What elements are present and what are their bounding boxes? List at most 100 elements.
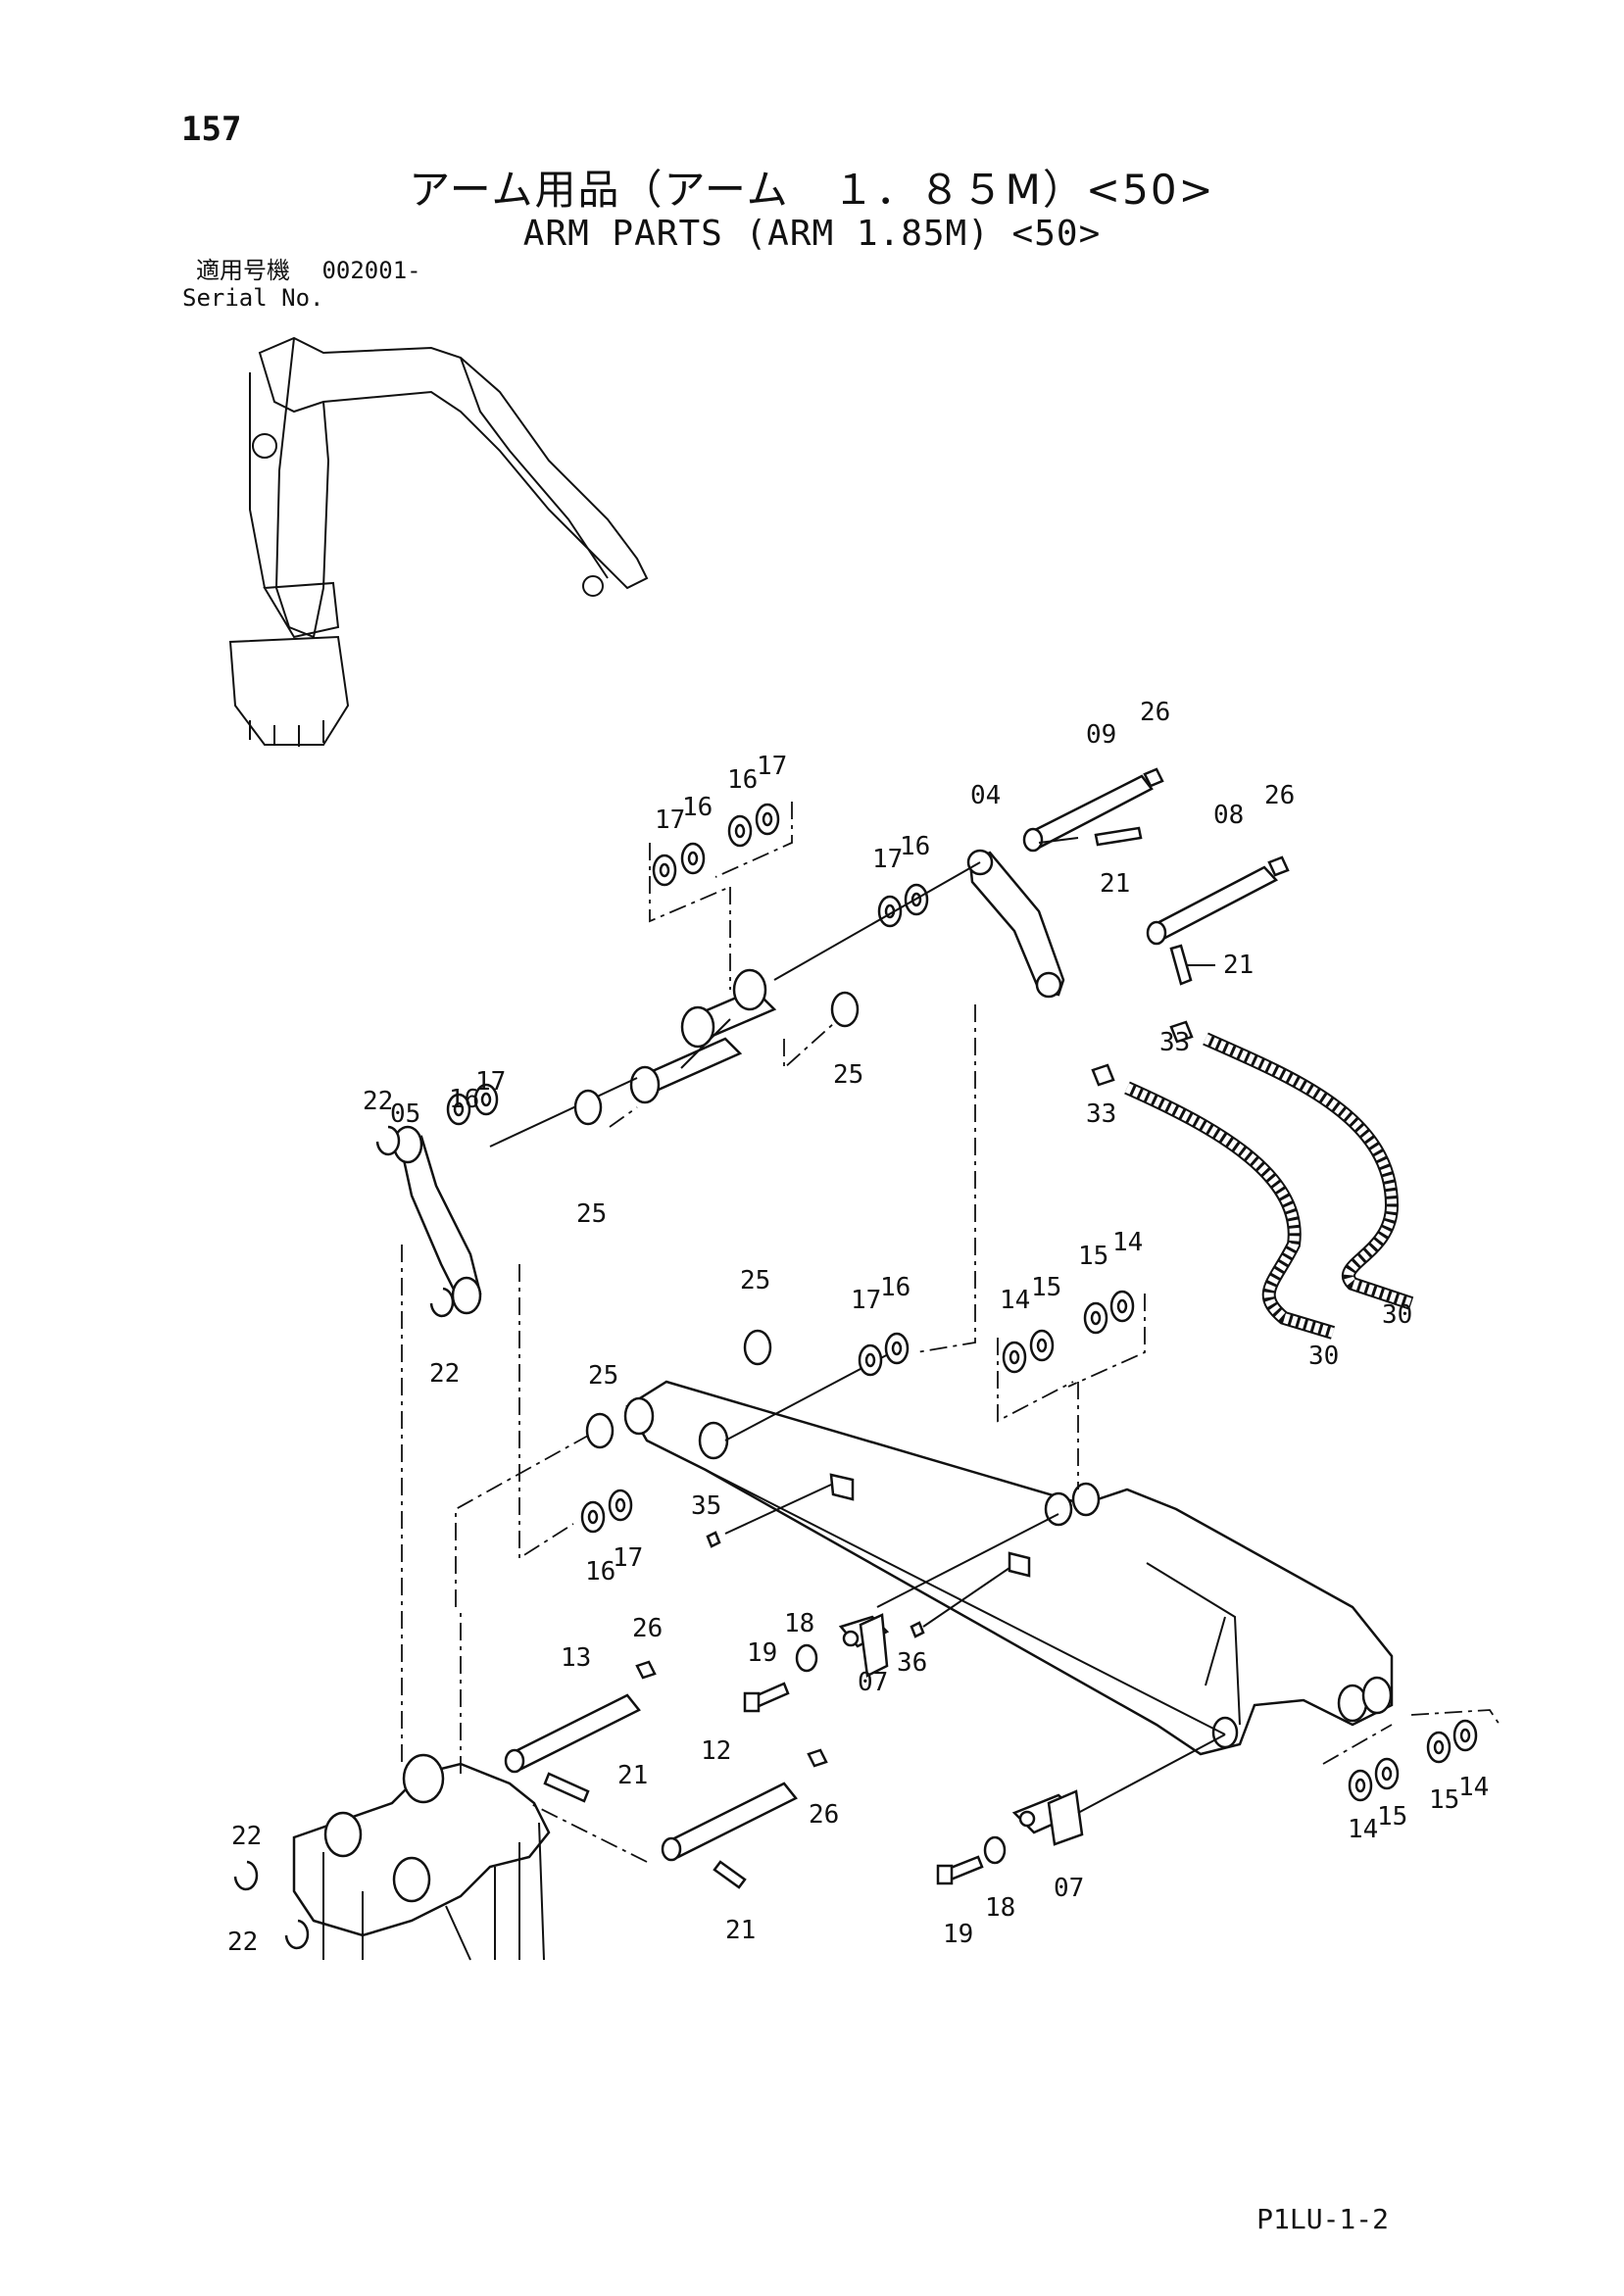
spring-pin-21-a <box>1094 826 1143 847</box>
callout-05: 05 <box>390 1099 420 1129</box>
serial-label-jp: 適用号機 <box>196 257 290 284</box>
o-ring-25-arm-left <box>585 1412 615 1449</box>
serial-value: 002001- <box>321 257 421 284</box>
callout-35: 35 <box>691 1491 721 1521</box>
callout-26: 26 <box>1264 781 1295 810</box>
callout-26: 26 <box>809 1800 839 1830</box>
snap-ring-22-top <box>375 1125 401 1156</box>
washer-18-lower <box>983 1835 1007 1865</box>
callout-07: 07 <box>858 1668 888 1697</box>
pin-12 <box>661 1782 798 1862</box>
hydraulic-hose-30-b <box>1124 1081 1336 1340</box>
o-ring-25-arm-top <box>743 1329 772 1366</box>
washer-pair-16-17-left <box>446 1083 499 1126</box>
bolt-36 <box>910 1621 925 1638</box>
callout-25: 25 <box>576 1199 607 1229</box>
callout-04: 04 <box>970 781 1001 810</box>
callout-17: 17 <box>613 1543 643 1573</box>
callout-22: 22 <box>227 1928 258 1957</box>
pin-09 <box>1022 774 1154 853</box>
excavator-overview-illustration <box>228 336 649 747</box>
callout-14: 14 <box>1458 1773 1489 1802</box>
bolt-19-lower <box>936 1855 984 1885</box>
grease-nipple-26-b <box>1267 855 1290 877</box>
callout-21: 21 <box>617 1761 648 1790</box>
callout-36: 36 <box>897 1648 927 1678</box>
callout-15: 15 <box>1377 1802 1407 1832</box>
washer-group-14-15-lower <box>1322 1709 1501 1802</box>
callout-30: 30 <box>1308 1342 1339 1371</box>
callout-19: 19 <box>943 1920 973 1949</box>
callout-labels: 26 09 26 08 21 21 04 17 16 16 17 17 16 2… <box>227 698 1489 1957</box>
callout-14: 14 <box>1348 1815 1378 1844</box>
footer-code: P1LU-1-2 <box>1256 2203 1389 2235</box>
spring-pin-21-c <box>543 1772 590 1803</box>
callout-21: 21 <box>725 1916 756 1945</box>
serial-label-en: Serial No. <box>182 284 324 312</box>
pin-stopper-07-upper <box>838 1613 890 1678</box>
callout-16: 16 <box>880 1273 910 1302</box>
bushing-assembly <box>629 968 777 1104</box>
callout-33: 33 <box>1086 1099 1116 1129</box>
washer-group-14-15-upper <box>997 1290 1146 1490</box>
callout-25: 25 <box>833 1060 863 1090</box>
washer-pair-16-17-lower <box>580 1489 633 1534</box>
snap-ring-22-lower-b <box>284 1919 310 1950</box>
callout-14: 14 <box>1112 1228 1143 1257</box>
callout-18: 18 <box>784 1609 814 1638</box>
callout-33: 33 <box>1159 1028 1190 1057</box>
callout-07: 07 <box>1054 1874 1084 1903</box>
callout-18: 18 <box>985 1893 1015 1923</box>
callout-17: 17 <box>851 1286 881 1315</box>
callout-15: 15 <box>1031 1273 1061 1302</box>
o-ring-25-top <box>830 991 860 1028</box>
link-04 <box>966 849 1065 999</box>
fitting-33-a <box>1169 1020 1194 1044</box>
callout-17: 17 <box>475 1067 506 1097</box>
grease-nipple-26-d <box>807 1748 828 1768</box>
washer-group-top-left <box>649 842 731 923</box>
washer-group-arm-top <box>858 1332 910 1377</box>
callout-16: 16 <box>682 793 713 822</box>
washer-group-top-mid <box>714 802 793 878</box>
link-05 <box>392 1125 482 1315</box>
washer-18-upper <box>795 1643 818 1673</box>
snap-ring-22-lower-a <box>233 1860 259 1891</box>
snap-ring-22-mid <box>429 1287 455 1318</box>
pin-stopper-07-lower <box>1011 1789 1084 1846</box>
callout-09: 09 <box>1086 720 1116 750</box>
bucket-link-assembly <box>292 1753 551 1961</box>
page-number: 157 <box>181 110 242 149</box>
callout-21: 21 <box>1100 869 1130 899</box>
fitting-33-b <box>1091 1063 1115 1087</box>
callout-22: 22 <box>429 1359 460 1389</box>
callout-12: 12 <box>701 1736 731 1766</box>
callout-16: 16 <box>727 765 758 795</box>
callout-16: 16 <box>449 1085 479 1114</box>
callout-16: 16 <box>585 1557 615 1587</box>
callout-17: 17 <box>757 752 787 781</box>
o-ring-25-left <box>573 1089 603 1126</box>
callout-30: 30 <box>1382 1300 1412 1330</box>
callout-16: 16 <box>900 832 930 861</box>
grease-nipple-26-a <box>1143 767 1164 788</box>
callout-17: 17 <box>655 806 685 835</box>
page-title-en: ARM PARTS (ARM 1.85M) <50> <box>522 214 1102 254</box>
callout-15: 15 <box>1429 1785 1459 1815</box>
callout-15: 15 <box>1078 1242 1108 1271</box>
spring-pin-21-d <box>713 1860 747 1889</box>
bolt-35 <box>706 1531 721 1548</box>
callout-19: 19 <box>747 1638 777 1668</box>
callout-25: 25 <box>740 1266 770 1295</box>
page-title-jp: アーム用品（アーム １．８５M）<50> <box>409 166 1215 214</box>
serial-block: 適用号機 002001- Serial No. <box>182 257 421 312</box>
callout-21: 21 <box>1223 951 1254 980</box>
pin-08 <box>1146 865 1279 946</box>
spring-pin-21-b <box>1169 944 1193 986</box>
callout-14: 14 <box>1000 1286 1030 1315</box>
callout-26: 26 <box>1140 698 1170 727</box>
hydraulic-hose-30-a <box>1203 1032 1414 1310</box>
grease-nipple-26-c <box>635 1660 657 1680</box>
pin-13 <box>504 1693 641 1774</box>
